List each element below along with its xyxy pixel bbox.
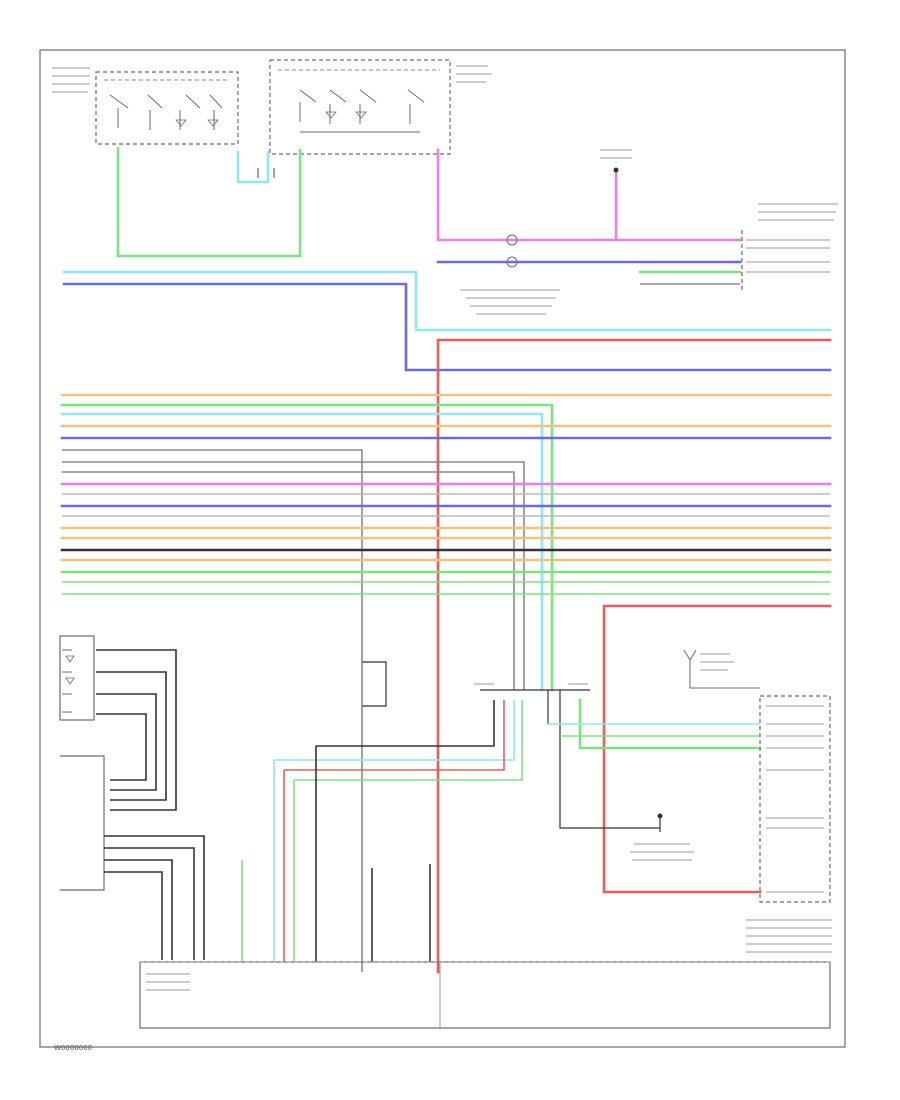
wire-red-main — [436, 338, 832, 974]
wire-cyan-left — [62, 270, 832, 332]
right-door-lock-switch-label — [456, 65, 492, 83]
wire-green-top — [116, 146, 302, 258]
audio-connector — [630, 813, 694, 861]
wire-grey-top — [257, 168, 275, 178]
right-front-connector — [741, 203, 838, 290]
left-rear-door-switch-label — [52, 67, 90, 93]
transmission-control-module — [60, 755, 205, 960]
bottom-main-connector — [139, 919, 832, 1029]
wire-bus — [60, 393, 832, 972]
bottom-feed-wires — [241, 700, 523, 962]
right-door-lock-switch — [269, 59, 451, 155]
wire-blue-left — [62, 282, 832, 372]
splice-pack — [362, 661, 762, 829]
wire-cyan-top — [236, 150, 270, 184]
data-link-connector — [683, 649, 760, 689]
ground-point — [600, 149, 632, 173]
body-control-module — [759, 695, 831, 903]
antenna-connector — [460, 234, 560, 315]
diagram-frame — [39, 49, 846, 1048]
footer-code: W0000000 — [54, 1044, 93, 1052]
left-harness-connector — [59, 635, 177, 811]
wire-magenta-top — [436, 148, 742, 242]
left-rear-door-switch — [95, 71, 239, 145]
